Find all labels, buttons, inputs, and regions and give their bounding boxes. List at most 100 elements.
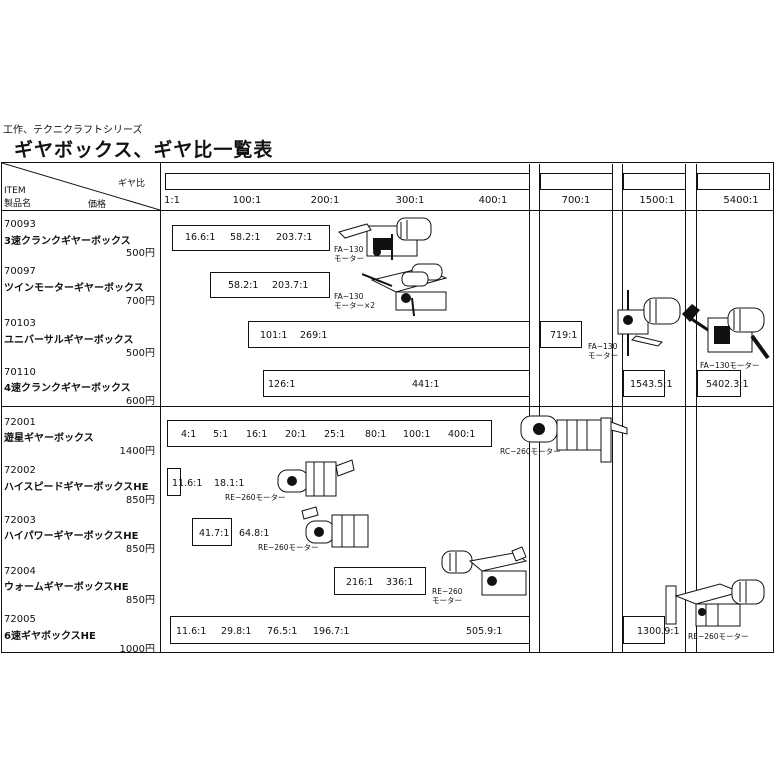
motor-label: FA−130 モーター [588, 342, 618, 360]
ratio-value: 80:1 [365, 429, 387, 440]
scale-break [539, 164, 540, 652]
ratio-value: 126:1 [268, 379, 296, 390]
ratio-header: ギヤ比 [118, 179, 146, 189]
table-frame [1, 162, 774, 653]
ratio-range-box [623, 370, 665, 397]
gearbox-drawing [277, 459, 355, 497]
scale-break [622, 164, 623, 652]
ratio-value: 505.9:1 [466, 626, 503, 637]
ratio-value: 336:1 [386, 577, 414, 588]
ratio-range-box [172, 225, 330, 251]
ratio-value: 4:1 [181, 429, 197, 440]
item-header: ITEM [4, 186, 26, 196]
ratio-range-box [334, 567, 426, 595]
tick-label: 5400:1 [723, 195, 759, 206]
motor-label: RE−260モーター [688, 632, 749, 641]
tick-label: 700:1 [561, 195, 591, 206]
tick-label: 1500:1 [639, 195, 675, 206]
product-name: ユニバーサルギヤーボックス [4, 335, 134, 346]
header-diagonal [2, 163, 160, 210]
scale-bar-main [165, 173, 530, 190]
page-title: ギヤボックス、ギヤ比一覧表 [14, 139, 274, 161]
ratio-range-box [192, 518, 232, 546]
scale-break [696, 164, 697, 652]
gearbox-drawing [665, 579, 765, 627]
scale-break [612, 164, 613, 652]
product-code: 72003 [4, 515, 36, 526]
motor-label: FA−130 モーター [334, 245, 364, 263]
ratio-value: 20:1 [285, 429, 307, 440]
ratio-value: 719:1 [550, 330, 578, 341]
ratio-value: 58.2:1 [230, 232, 261, 243]
ratio-value: 441:1 [412, 379, 440, 390]
ratio-value: 11.6:1 [176, 626, 207, 637]
scale-bar-1500 [623, 173, 686, 190]
ratio-range-box [263, 370, 530, 397]
motor-label: FA−130 モーター×2 [334, 292, 376, 310]
ratio-value: 58.2:1 [228, 280, 259, 291]
ratio-value: 400:1 [448, 429, 476, 440]
ratio-value: 16:1 [246, 429, 268, 440]
scale-bar-5400 [697, 173, 770, 190]
ratio-value: 64.8:1 [239, 528, 270, 539]
gearbox-drawing [520, 415, 628, 463]
ratio-range-box [540, 321, 582, 348]
product-price: 700円 [125, 296, 155, 307]
ratio-value: 25:1 [324, 429, 346, 440]
product-name: 遊星ギヤーボックス [4, 433, 94, 444]
tick-label: 100:1 [232, 195, 262, 206]
ratio-range-box [167, 420, 492, 447]
series-label: 工作、テクニクラフトシリーズ [3, 125, 143, 136]
ratio-value: 100:1 [403, 429, 431, 440]
tick-label: 1:1 [163, 195, 181, 206]
tick-label: 400:1 [478, 195, 508, 206]
ratio-value: 41.7:1 [199, 528, 230, 539]
name-header: 製品名 [4, 199, 32, 209]
gearbox-drawing [362, 263, 448, 317]
product-code: 72002 [4, 465, 36, 476]
ratio-value: 11.6:1 [172, 478, 203, 489]
ratio-value: 5402.3:1 [706, 379, 749, 390]
gearbox-drawing [301, 506, 369, 548]
product-name: 6速ギヤボックスHE [4, 631, 96, 642]
product-name: ウォームギヤーボックスHE [4, 582, 129, 593]
header-divider [2, 210, 773, 211]
ratio-value: 196.7:1 [313, 626, 350, 637]
product-name: ハイスピードギヤーボックスHE [4, 482, 149, 493]
ratio-range-box [167, 468, 181, 496]
ratio-value: 5:1 [213, 429, 229, 440]
gearbox-drawing [682, 304, 770, 360]
ratio-range-box [248, 321, 530, 348]
product-code: 70103 [4, 318, 36, 329]
product-price: 500円 [125, 348, 155, 359]
product-price: 850円 [125, 495, 155, 506]
ratio-range-box [697, 370, 741, 397]
product-code: 70110 [4, 367, 36, 378]
ratio-value: 76.5:1 [267, 626, 298, 637]
ratio-value: 1543.5:1 [630, 379, 673, 390]
product-name: ツインモーターギヤーボックス [4, 283, 144, 294]
ratio-value: 1300.9:1 [637, 626, 680, 637]
motor-label: RE−260モーター [225, 493, 286, 502]
gearbox-drawing [441, 546, 528, 596]
motor-label: RE−260モーター [258, 543, 319, 552]
ratio-value: 203.7:1 [272, 280, 309, 291]
tick-label: 300:1 [395, 195, 425, 206]
product-code: 70097 [4, 266, 36, 277]
tick-label: 200:1 [310, 195, 340, 206]
ratio-value: 216:1 [346, 577, 374, 588]
scale-bar-700 [540, 173, 613, 190]
scale-break [685, 164, 686, 652]
ratio-value: 29.8:1 [221, 626, 252, 637]
product-code: 72005 [4, 614, 36, 625]
column-divider [160, 163, 161, 652]
ratio-value: 203.7:1 [276, 232, 313, 243]
group-divider [2, 406, 773, 407]
ratio-range-box [170, 616, 530, 644]
motor-label: RE−260 モーター [432, 587, 463, 605]
ratio-range-box [210, 272, 330, 298]
product-price: 1400円 [119, 446, 155, 457]
product-name: 3速クランクギヤーボックス [4, 236, 131, 247]
ratio-value: 16.6:1 [185, 232, 216, 243]
